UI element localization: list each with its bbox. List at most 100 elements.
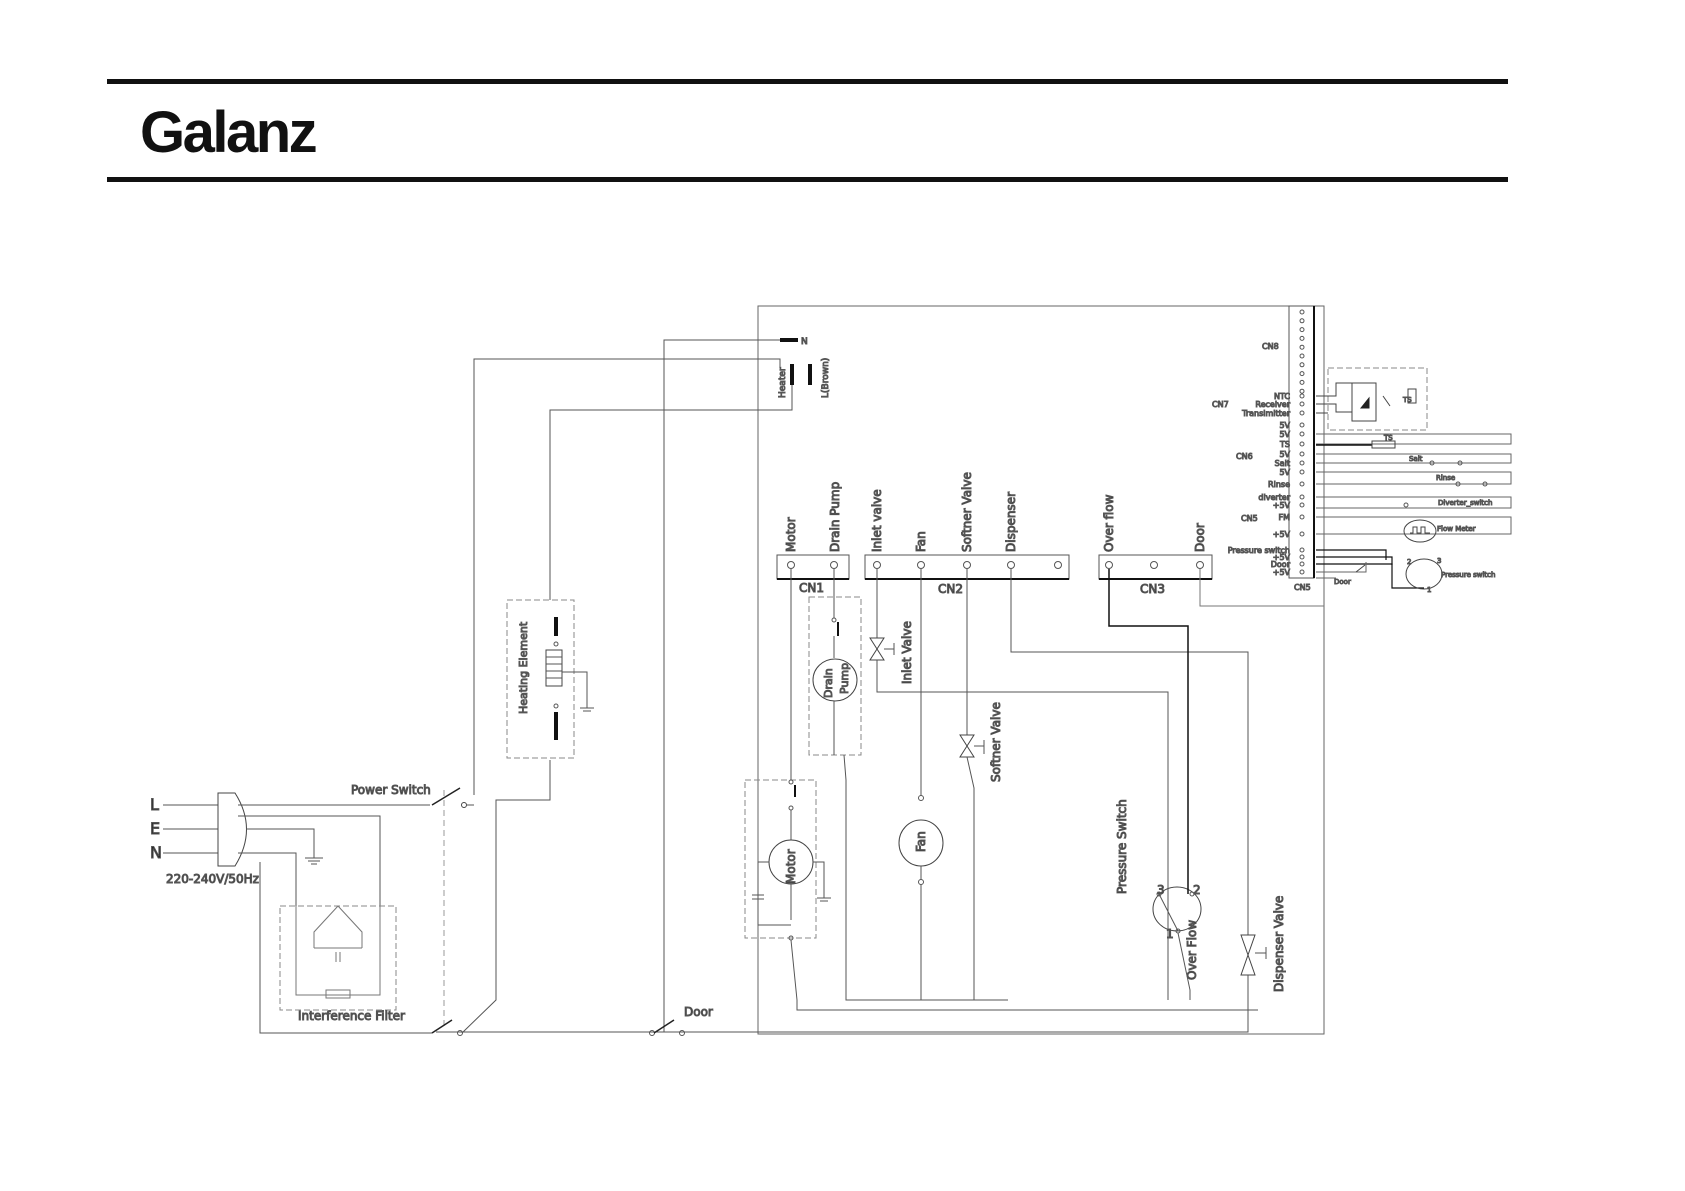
terminal-label: +5V — [1273, 530, 1291, 539]
terminal-label: diverter — [1258, 493, 1290, 502]
softner-valve-label: Softner Valve — [989, 702, 1003, 782]
ntc-sensor-box — [1327, 367, 1428, 431]
terminal-pin — [1299, 451, 1305, 457]
ts-resistor — [1371, 440, 1396, 449]
cn8-pins — [1299, 309, 1305, 394]
mains-plug-symbol — [217, 792, 247, 867]
ps-pin-1-label: 1 — [1166, 927, 1174, 941]
terminal-label: Receiver — [1255, 400, 1290, 409]
terminal-pin — [1299, 494, 1305, 500]
right-pressure-switch-label: Pressure switch — [1441, 571, 1495, 579]
cn8-pin — [1299, 388, 1305, 394]
cn8-pin — [1299, 379, 1305, 385]
power-switch-label: Power Switch — [351, 783, 431, 797]
terminal-pin — [1299, 531, 1305, 537]
right-pressure-switch-symbol — [1405, 558, 1443, 590]
motor-label: Motor — [784, 849, 798, 884]
terminal-label: 5V — [1279, 450, 1290, 459]
salt-label: Salt — [1409, 455, 1423, 463]
n-terminal-label: N — [801, 337, 808, 347]
pressure-switch-symbol — [1152, 886, 1202, 932]
terminal-pin — [1299, 393, 1305, 399]
over-flow-label: Over Flow — [1185, 920, 1199, 980]
terminal-label: Transimitter — [1241, 409, 1291, 418]
mains-voltage-label: 220-240V/50Hz — [166, 872, 259, 886]
terminal-pin — [1299, 514, 1305, 520]
right-terminal-pins — [1299, 393, 1305, 575]
mains-n-label: N — [150, 843, 162, 862]
cn8-pin — [1299, 318, 1305, 324]
terminal-label: FM — [1278, 513, 1290, 522]
cn8-pin — [1299, 344, 1305, 350]
pin-softner-valve-label: Softner Valve — [960, 472, 974, 552]
cn5-label: CN5 — [1241, 514, 1258, 523]
drain-pump-symbol — [812, 658, 858, 702]
l-brown-terminal-label: L(Brown) — [821, 358, 831, 398]
terminal-label: 5V — [1279, 468, 1290, 477]
terminal-labels: NTCReceiverTransimitter5V5VTS5VSalt5VRin… — [1227, 392, 1291, 578]
terminal-label: Pressure switch — [1228, 546, 1290, 555]
pin-fan-label: Fan — [914, 531, 928, 552]
terminal-label: Salt — [1275, 459, 1290, 468]
terminal-pin — [1299, 431, 1305, 437]
brand-logo: Galanz — [140, 100, 318, 165]
cn3-label: CN3 — [1140, 582, 1165, 596]
terminal-pin — [1299, 441, 1305, 447]
interference-filter-box — [279, 905, 397, 1011]
header-top-rule — [107, 79, 1508, 84]
pin-dispenser-label: Dispenser — [1004, 492, 1018, 552]
heating-element-label: Heating Element — [517, 621, 530, 714]
pin-motor-label: Motor — [784, 517, 798, 552]
drain-pump-label-2: Pump — [838, 663, 851, 694]
terminal-pin — [1299, 469, 1305, 475]
heater-terminal-label: Heater — [778, 367, 788, 398]
terminal-label: NTC — [1274, 392, 1290, 401]
pin-over-flow-label: Over flow — [1102, 494, 1116, 552]
cn8-pin — [1299, 353, 1305, 359]
cn8-label: CN8 — [1262, 342, 1279, 351]
right-door-label: Door — [1334, 578, 1351, 586]
cn6-label: CN6 — [1236, 452, 1253, 461]
inlet-valve-label: Inlet Valve — [900, 621, 914, 684]
terminal-pin — [1299, 547, 1305, 553]
terminal-label: 5V — [1279, 430, 1290, 439]
terminal-label: Door — [1271, 560, 1291, 569]
terminal-pin — [1299, 569, 1305, 575]
pin-door-label: Door — [1193, 523, 1207, 552]
pin-drain-pump-label: Drain Pump — [828, 482, 842, 552]
drain-pump-box — [808, 596, 862, 756]
softner-valve-symbol — [959, 734, 975, 758]
terminal-label: Rinse — [1268, 480, 1290, 489]
terminal-pin — [1299, 422, 1305, 428]
cn7-label: CN7 — [1212, 400, 1229, 409]
diverter-switch-label: Diverter_switch — [1438, 499, 1492, 507]
mains-e-label: E — [150, 819, 160, 838]
terminal-pin — [1299, 554, 1305, 560]
dispenser-valve-label: Dispenser Valve — [1272, 896, 1286, 992]
heating-element-box — [506, 599, 575, 759]
terminal-pin — [1299, 410, 1305, 416]
cn8-pin — [1299, 371, 1305, 377]
cn8-pin — [1299, 327, 1305, 333]
terminal-pin — [1299, 481, 1305, 487]
right-ps-2-label: 2 — [1407, 558, 1411, 566]
ts-box-label: TS — [1402, 396, 1412, 404]
cn1-label: CN1 — [799, 581, 824, 595]
terminal-label: TS — [1279, 440, 1290, 449]
terminal-pin — [1299, 460, 1305, 466]
pressure-switch-label: Pressure Switch — [1115, 799, 1129, 894]
flow-meter-label: Flow Meter — [1437, 525, 1476, 533]
cn8-pin — [1299, 335, 1305, 341]
ps-pin-2-label: 2 — [1193, 883, 1201, 897]
mains-l-label: L — [150, 795, 159, 814]
dispenser-valve-symbol — [1240, 934, 1256, 976]
terminal-label: +5V — [1273, 568, 1291, 577]
terminal-label: +5V — [1273, 501, 1291, 510]
flow-meter-symbol — [1403, 519, 1437, 543]
header-bottom-rule — [107, 177, 1508, 182]
connector-cn3 — [1098, 554, 1213, 580]
drain-pump-label-1: Drain — [822, 668, 835, 698]
motor-box — [744, 779, 817, 939]
